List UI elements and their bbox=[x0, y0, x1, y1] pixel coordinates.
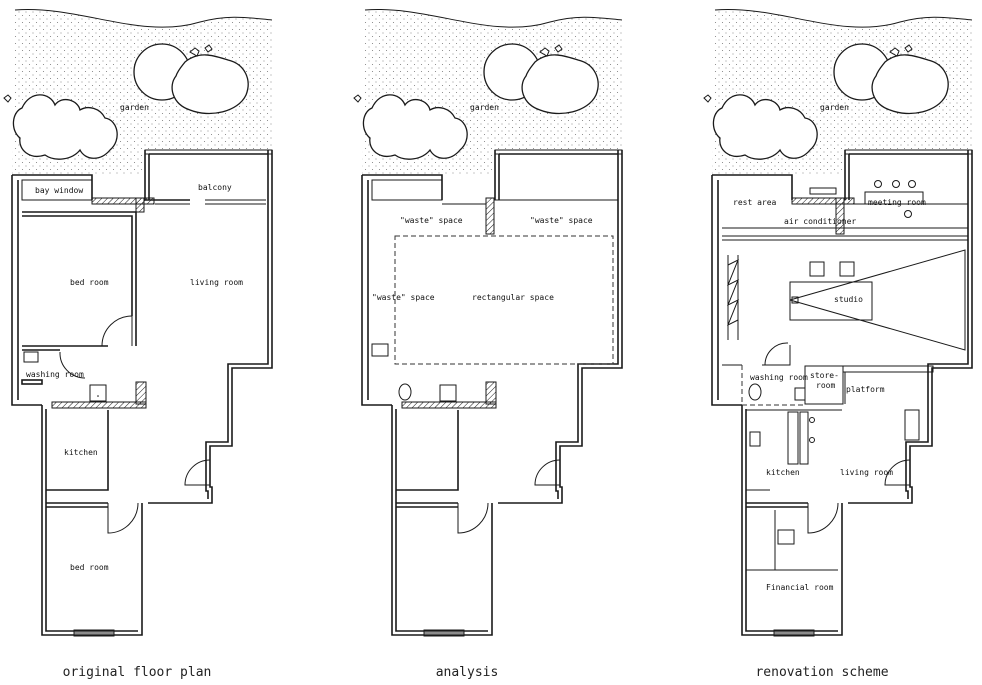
caption-original: original floor plan bbox=[63, 665, 212, 680]
kitchen-label: kitchen bbox=[766, 468, 800, 477]
store-label: store- bbox=[810, 371, 839, 380]
rectangular-space-label: rectangular space bbox=[472, 293, 554, 302]
garden-label: garden bbox=[120, 103, 149, 112]
platform-label: platform bbox=[846, 385, 885, 394]
kitchen-label: kitchen bbox=[64, 448, 98, 457]
financial-room-label: Financial room bbox=[766, 583, 834, 592]
waste-space-label-2: "waste" space bbox=[530, 216, 593, 225]
washing-room-label: washing room bbox=[750, 373, 808, 382]
waste-space-label-3: "waste" space bbox=[372, 293, 435, 302]
living-room-label: living room bbox=[840, 468, 893, 477]
waste-space-label-1: "waste" space bbox=[400, 216, 463, 225]
living-room-label: living room bbox=[190, 278, 243, 287]
bay-window-label: bay window bbox=[35, 186, 83, 195]
panel-analysis: garden "waste" space "waste" space "wast… bbox=[353, 8, 623, 680]
bed-room-lower-label: bed room bbox=[70, 563, 109, 572]
caption-renovation: renovation scheme bbox=[755, 665, 888, 680]
panel-renovation-scheme: garden rest area meeting room air condit… bbox=[703, 8, 973, 680]
caption-analysis: analysis bbox=[436, 665, 499, 680]
rest-area-label: rest area bbox=[733, 198, 777, 207]
garden-label: garden bbox=[470, 103, 499, 112]
studio-label: studio bbox=[834, 295, 863, 304]
meeting-room-label: meeting room bbox=[868, 198, 926, 207]
garden-label: garden bbox=[820, 103, 849, 112]
balcony-label: balcony bbox=[198, 183, 232, 192]
washing-room-label: washing room bbox=[26, 370, 84, 379]
air-conditioner-label: air conditioner bbox=[784, 217, 856, 226]
room-label: room bbox=[816, 381, 835, 390]
panel-original-floor-plan: garden bay window balcony bed room livin… bbox=[3, 8, 273, 680]
bed-room-label: bed room bbox=[70, 278, 109, 287]
